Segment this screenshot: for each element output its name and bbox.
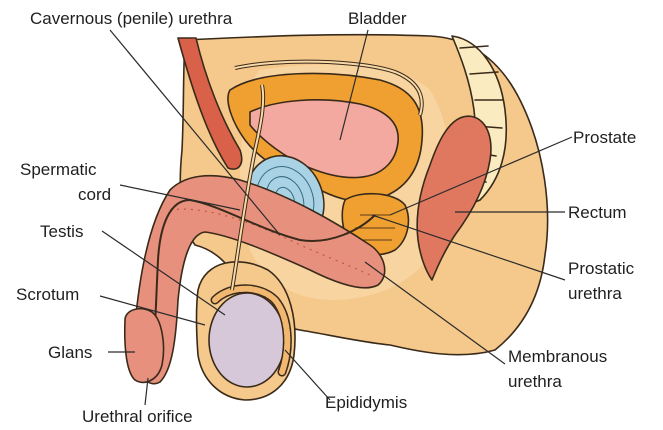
label-epididymis: Epididymis (325, 393, 407, 412)
label-urethral-orifice: Urethral orifice (82, 407, 193, 426)
label-rectum: Rectum (568, 203, 627, 222)
leader-epididymis (285, 350, 330, 400)
label-glans: Glans (48, 343, 92, 362)
label-prostate: Prostate (573, 128, 636, 147)
label-scrotum: Scrotum (16, 285, 79, 304)
label-cavernous-urethra: Cavernous (penile) urethra (30, 9, 233, 28)
glans-shape (125, 309, 164, 383)
label-membranous-urethra-line1: Membranous (508, 347, 607, 366)
label-spermatic-cord-line2: cord (78, 185, 111, 204)
label-membranous-urethra-line2: urethra (508, 372, 562, 391)
label-spermatic-cord-line1: Spermatic (20, 160, 97, 179)
testis-shape (209, 293, 285, 387)
label-bladder: Bladder (348, 9, 407, 28)
label-testis: Testis (40, 222, 83, 241)
label-prostatic-urethra-line1: Prostatic (568, 259, 635, 278)
label-prostatic-urethra-line2: urethra (568, 284, 622, 303)
